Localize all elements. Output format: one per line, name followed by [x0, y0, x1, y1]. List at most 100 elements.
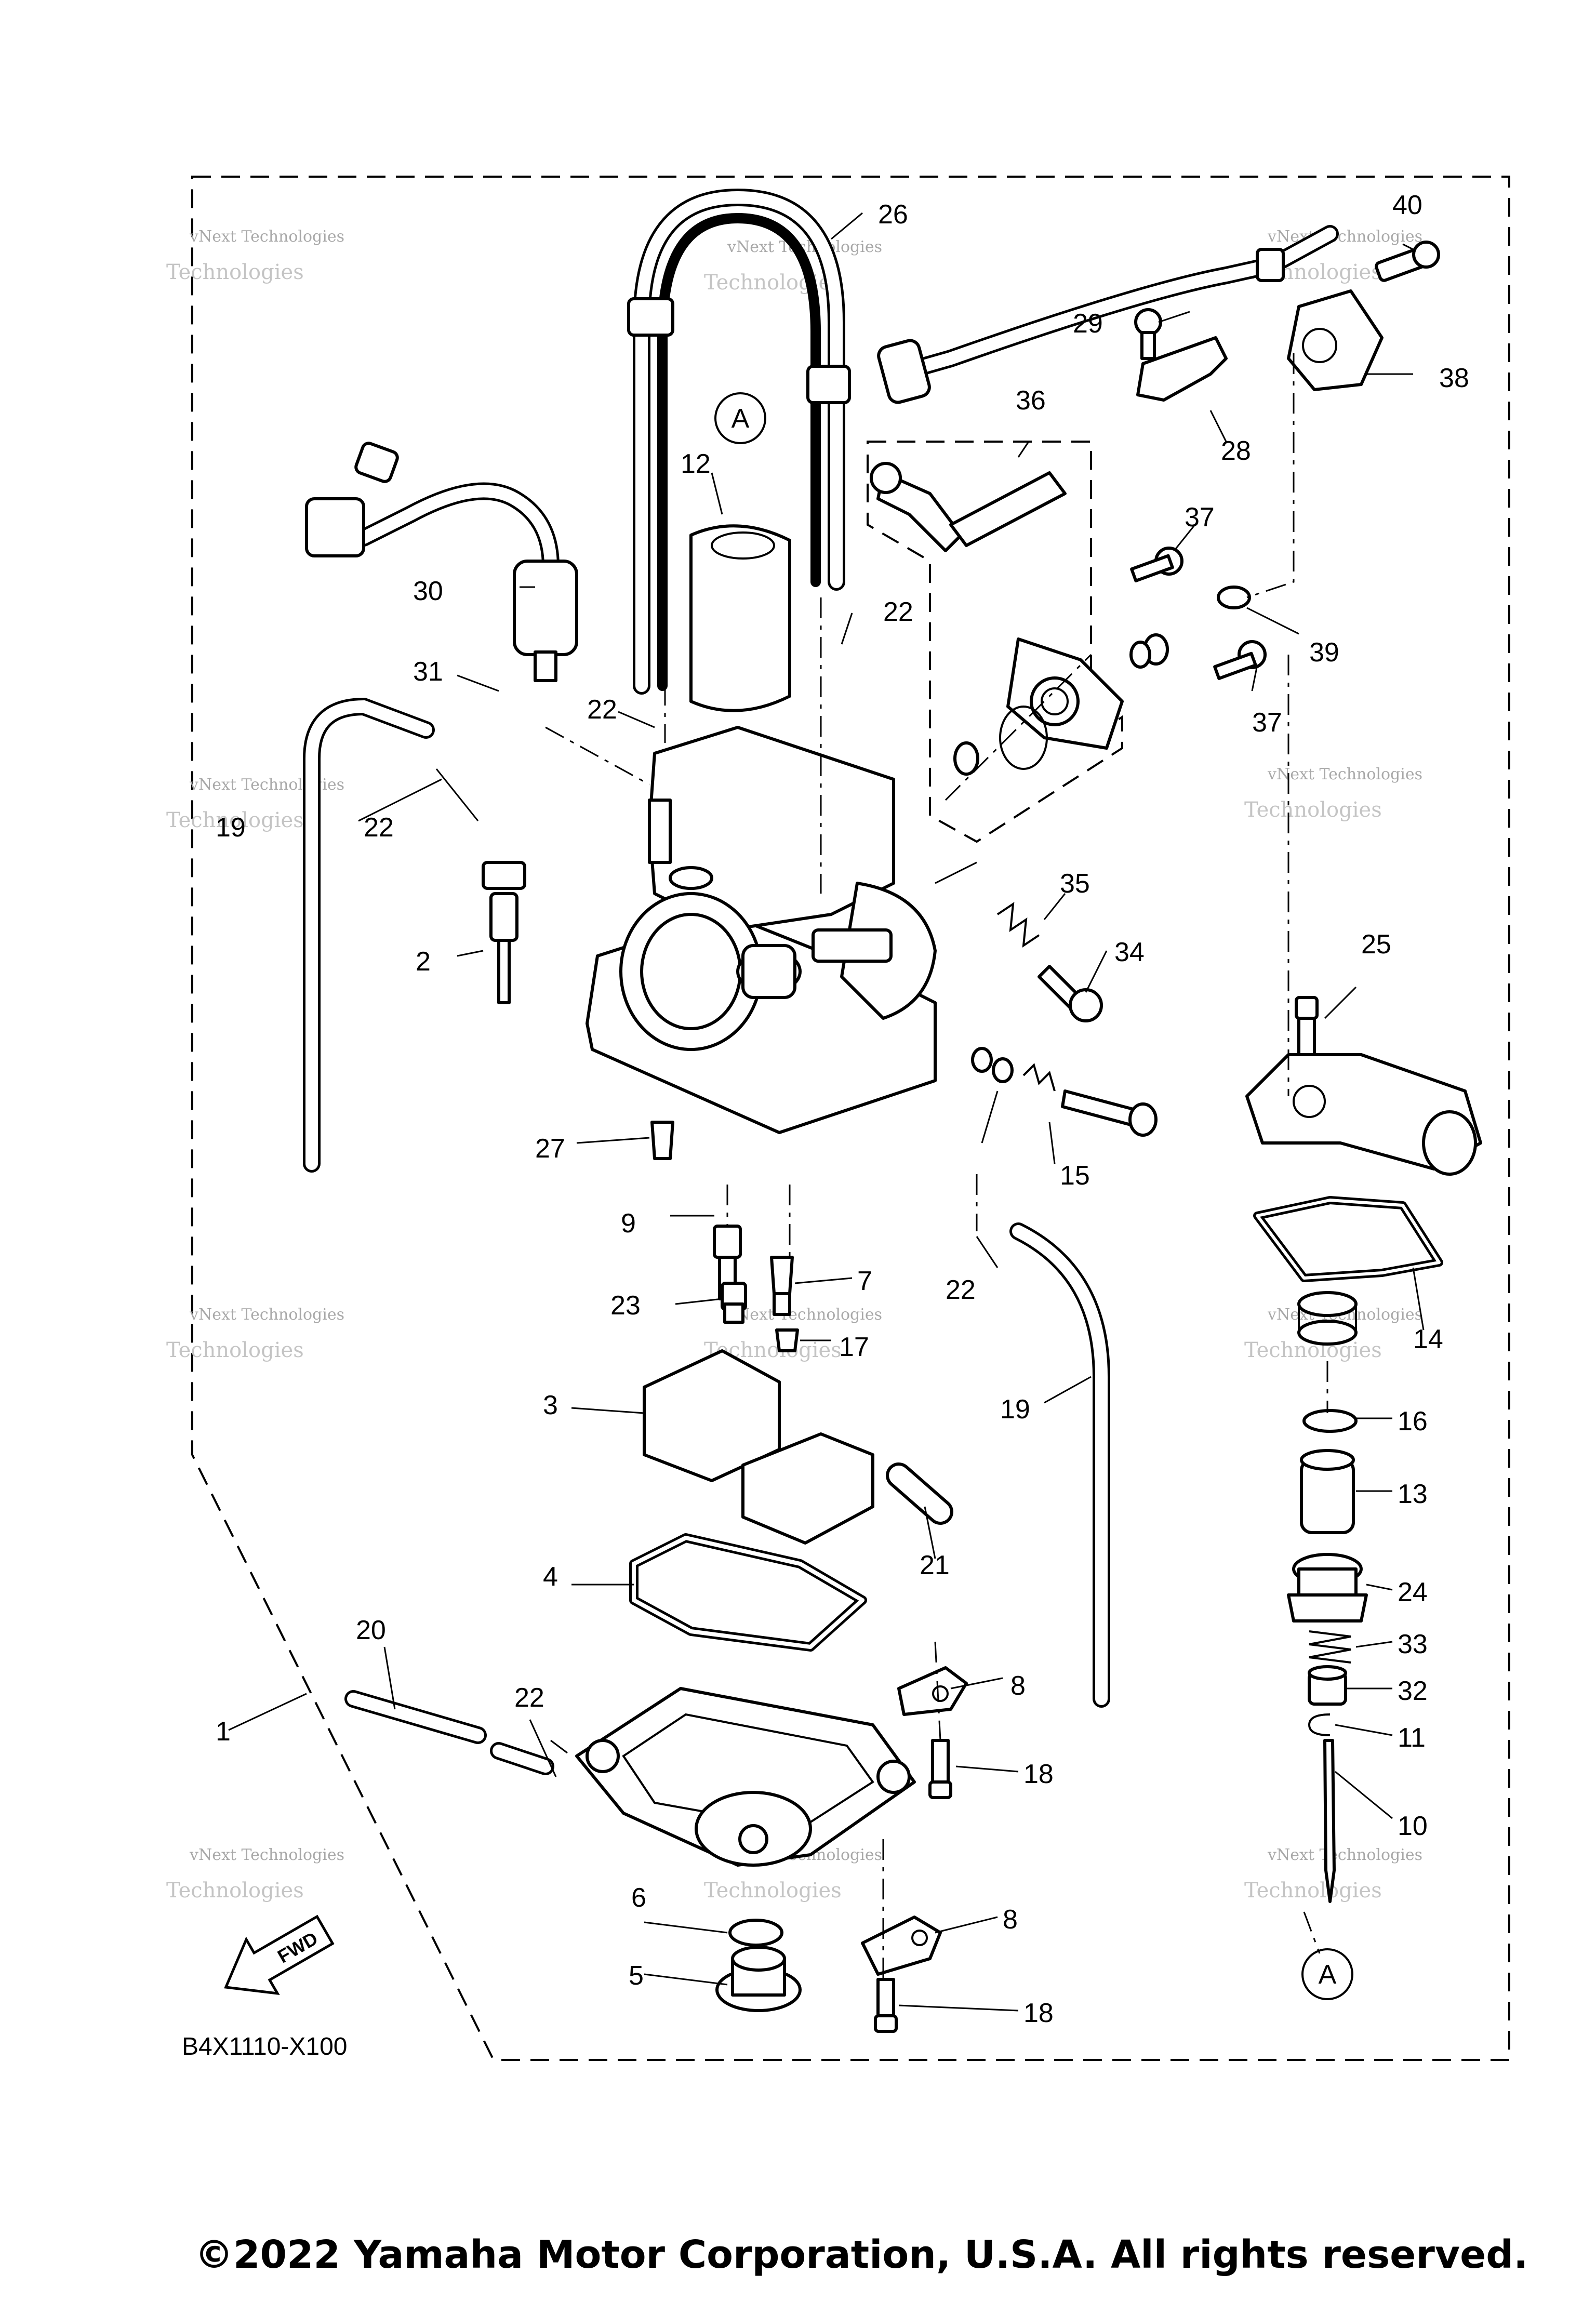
o-ring-39: [1217, 586, 1251, 609]
callout-8-lower: 8: [1003, 1905, 1018, 1935]
vent-hose-19-right: [1009, 1222, 1110, 1708]
spring-seat-upper: [1297, 1291, 1358, 1346]
screw-37-upper: [1130, 547, 1183, 582]
needle-10: [1323, 1739, 1336, 1903]
watermark: Technologies: [1244, 1879, 1382, 1903]
bolt-40: [1375, 241, 1440, 282]
spring-33: [1309, 1630, 1351, 1664]
callout-28: 28: [1221, 436, 1251, 466]
callout-33: 33: [1398, 1629, 1428, 1659]
watermark: vNext Technologies: [1267, 1846, 1422, 1864]
callout-4: 4: [543, 1562, 558, 1592]
screw-29: [1134, 308, 1162, 360]
drain-plug-5: [715, 1946, 802, 2012]
screw-34: [1038, 965, 1103, 1022]
throttle-valve-top: [711, 531, 775, 560]
throttle-shaft-lever-36: [870, 462, 1067, 552]
callout-16: 16: [1398, 1406, 1428, 1437]
diagram-code: B4X1110-X100: [182, 2033, 347, 2060]
callout-35: 35: [1060, 869, 1090, 899]
callout-18-lower: 18: [1023, 1998, 1054, 2028]
ring-16: [1302, 1409, 1358, 1433]
float-bowl-gasket-4-inner: [632, 1536, 864, 1649]
fwd-arrow: FWD: [224, 1914, 335, 1996]
callout-22-bowl: 22: [514, 1683, 544, 1713]
main-jet-23: [721, 1282, 747, 1324]
callout-39: 39: [1309, 637, 1339, 668]
callout-26: 26: [878, 200, 908, 230]
screw-27: [650, 1121, 674, 1160]
callout-13: 13: [1398, 1479, 1428, 1509]
screw-18-lower: [874, 1978, 898, 2033]
callout-10: 10: [1398, 1811, 1428, 1841]
overflow-pipe-21: [886, 1462, 953, 1525]
float-3: [643, 1349, 874, 1545]
callout-6: 6: [631, 1883, 646, 1913]
assembly-frame: [191, 176, 1510, 2061]
collar-32: [1308, 1665, 1347, 1706]
callout-9: 9: [621, 1208, 636, 1239]
callout-5: 5: [629, 1961, 644, 1991]
assembly-lines: [545, 353, 1328, 1979]
throttle-valve-12: [689, 524, 791, 712]
sensor-wire-30: [305, 442, 578, 682]
leader-lines: [228, 212, 1425, 2012]
watermark: Technologies: [166, 1879, 304, 1903]
callout-11: 11: [1398, 1723, 1426, 1753]
washer-tps: [1129, 641, 1151, 669]
watermark: Technologies: [704, 1879, 842, 1903]
callout-2: 2: [416, 947, 431, 977]
callout-19-left: 19: [216, 813, 246, 843]
needle-valve-7: [770, 1256, 794, 1316]
o-ring-6: [728, 1919, 783, 1947]
callout-37-upper: 37: [1185, 502, 1215, 533]
float-bowl: [575, 1687, 916, 1867]
callout-31: 31: [413, 657, 443, 687]
callout-20: 20: [356, 1615, 386, 1645]
screw-37-lower: [1213, 640, 1267, 680]
ref-marker-label: A: [1319, 1960, 1337, 1990]
starter-plunger-2: [482, 861, 526, 1004]
callout-7: 7: [857, 1266, 872, 1296]
callout-38: 38: [1439, 363, 1469, 393]
cover-25: [1245, 1053, 1482, 1176]
callout-25: 25: [1361, 929, 1391, 960]
callout-32: 32: [1398, 1676, 1428, 1706]
screw-25: [1295, 996, 1319, 1056]
callout-22-right: 22: [946, 1275, 976, 1305]
callout-19-right: 19: [1000, 1394, 1030, 1425]
callout-8-upper: 8: [1010, 1671, 1026, 1701]
watermark: Technologies: [166, 808, 304, 832]
plate-8-upper: [897, 1666, 968, 1716]
callout-29: 29: [1073, 309, 1103, 339]
callout-18-upper: 18: [1023, 1759, 1054, 1789]
callout-34: 34: [1114, 937, 1145, 967]
callout-1: 1: [216, 1717, 231, 1747]
pilot-screw-set-15: [971, 1047, 1158, 1137]
tps-wire-harness: [877, 225, 1339, 404]
callout-14: 14: [1413, 1324, 1443, 1354]
clip-11: [1308, 1713, 1331, 1736]
piston-13: [1300, 1449, 1355, 1534]
callout-22-top: 22: [883, 597, 913, 627]
throttle-cable-26: [627, 188, 851, 695]
ref-marker-label: A: [732, 404, 750, 434]
holder-24: [1287, 1553, 1368, 1623]
tps-exploded-box: [867, 441, 1123, 843]
callout-labels: 1 2 3 4 5 6 7 8 8 9 10 11 12 13 14 15 16…: [216, 190, 1469, 2028]
vent-hose-19-left: [303, 697, 435, 1173]
callout-23: 23: [610, 1291, 641, 1321]
watermark: Technologies: [704, 271, 842, 295]
callout-12: 12: [681, 449, 711, 479]
watermark: vNext Technologies: [189, 776, 344, 794]
sensor-38-hole: [1302, 328, 1337, 363]
watermark: vNext Technologies: [189, 228, 344, 246]
callout-40: 40: [1392, 190, 1422, 220]
watermark: vNext Technologies: [727, 1306, 882, 1324]
ref-marker-A-bottom: A: [1301, 1948, 1353, 2000]
throttle-position-sensor: [953, 637, 1124, 776]
plate-8-lower: [861, 1916, 942, 1976]
callout-22-left: 22: [364, 813, 394, 843]
callout-22-center: 22: [587, 695, 617, 725]
